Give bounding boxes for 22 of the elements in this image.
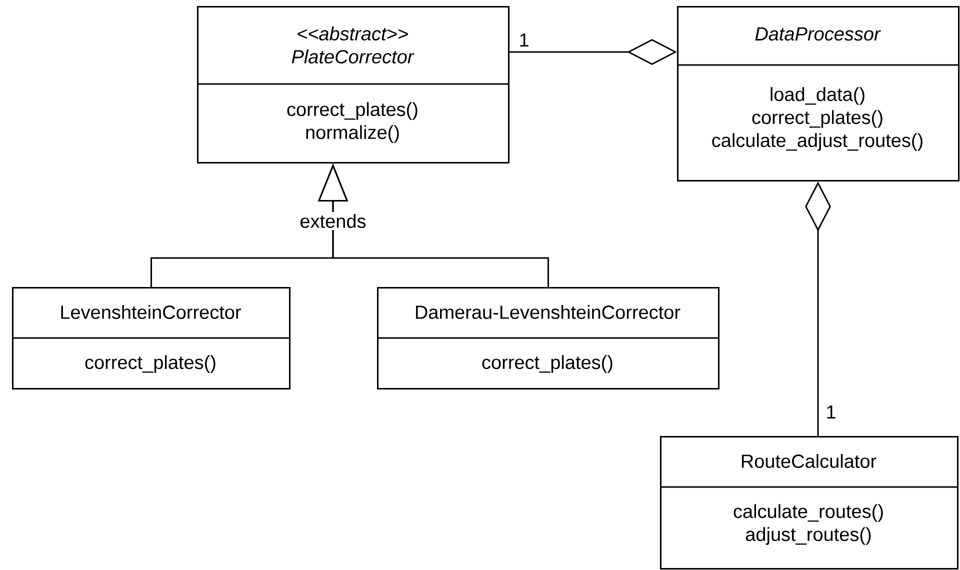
class-name: LevenshteinCorrector	[61, 305, 241, 319]
method-name: correct_plates()	[752, 110, 882, 128]
class-box	[12, 287, 290, 390]
class-name: DataProcessor	[755, 27, 881, 41]
edge-label: 1	[520, 33, 528, 47]
method-name: calculate_routes()	[734, 504, 883, 522]
class-box	[660, 436, 959, 570]
class-name: RouteCalculator	[742, 454, 876, 468]
edge-label: 1	[827, 405, 836, 419]
class-box	[377, 287, 720, 390]
class-name: Damerau-LevenshteinCorrector	[416, 305, 680, 319]
class-name: <<abstract>> PlateCorrector	[292, 26, 414, 64]
class-box	[197, 6, 510, 164]
class-box	[677, 6, 960, 182]
method-name: normalize()	[306, 125, 399, 143]
method-name: calculate_adjust_routes()	[712, 133, 922, 151]
method-name: correct_plates()	[85, 355, 216, 373]
method-name: load_data()	[770, 87, 864, 105]
method-name: adjust_routes()	[746, 527, 871, 545]
method-name: correct_plates()	[287, 102, 418, 120]
method-name: correct_plates()	[482, 355, 612, 373]
edge-label: extends	[298, 212, 368, 230]
